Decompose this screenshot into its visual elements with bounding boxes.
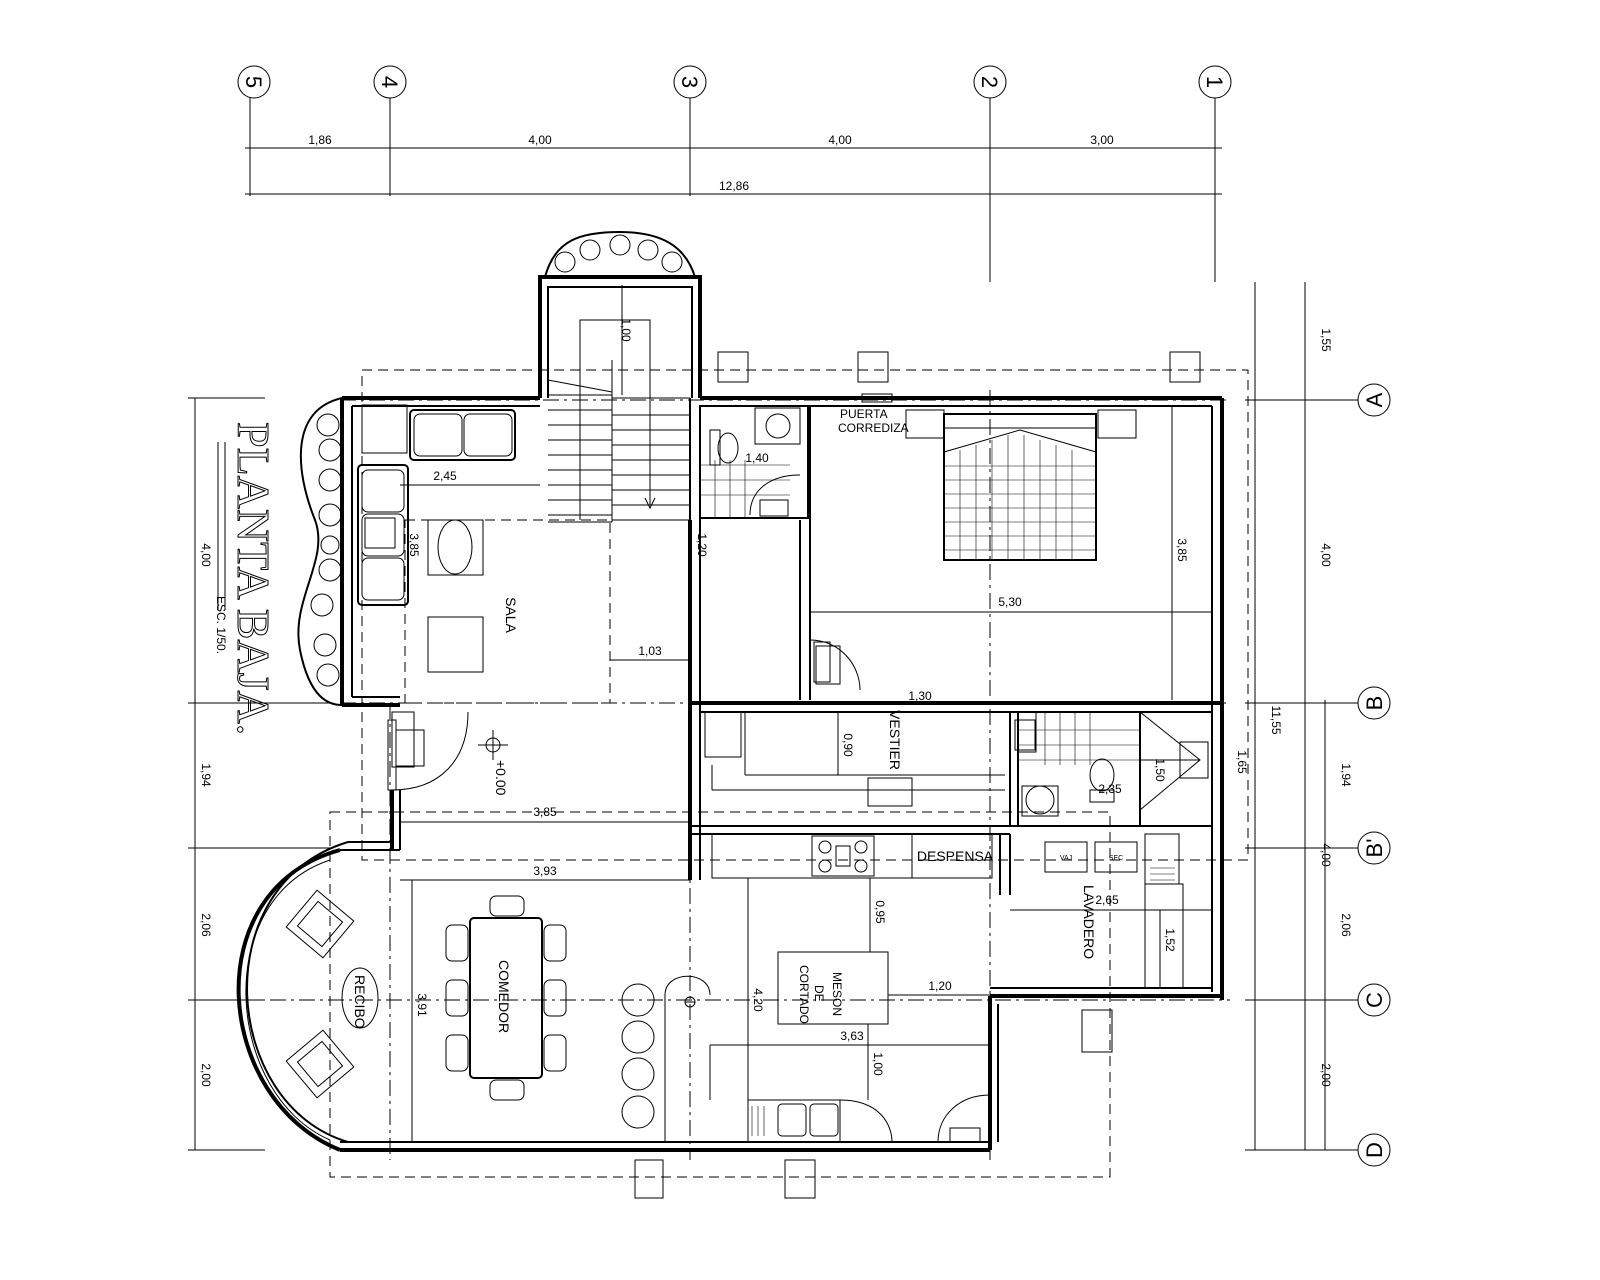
room-label-lavadero: LAVADERO (1081, 885, 1097, 959)
svg-text:1,30: 1,30 (908, 689, 932, 703)
left-dimensions: 4,00 1,94 2,06 2,00 (188, 397, 330, 1151)
svg-text:SEC: SEC (1109, 855, 1123, 862)
svg-text:3,85: 3,85 (1175, 538, 1189, 562)
svg-text:VAJ: VAJ (1060, 855, 1072, 862)
plan-title: PLANTA BAJA. ESC. 1/50. (214, 422, 280, 736)
axis-bubble-A: A (1357, 383, 1391, 417)
bedroom: PUERTA CORREDIZA 3,85 5,30 (809, 393, 1212, 700)
svg-text:3,85: 3,85 (407, 533, 421, 557)
svg-text:B: B (1362, 696, 1387, 711)
axis-bubble-1: 1 (1198, 65, 1232, 99)
walls (236, 275, 1224, 1152)
svg-text:4: 4 (377, 76, 402, 88)
svg-text:1,20: 1,20 (695, 533, 709, 557)
svg-text:2,00: 2,00 (199, 1063, 213, 1087)
svg-text:1,94: 1,94 (199, 763, 213, 787)
sliding-door-label: PUERTA (840, 407, 888, 421)
svg-text:1,00: 1,00 (871, 1052, 885, 1076)
svg-text:DE: DE (812, 985, 826, 1002)
axis-bubble-4: 4 (373, 65, 407, 99)
bed-pattern (944, 435, 1096, 560)
axis-bubble-5: 5 (237, 65, 271, 99)
bathroom-1: 1,40 1,20 (695, 407, 801, 557)
dashed-outlines (270, 369, 1249, 1178)
top-axis-grid: 5 4 3 2 1 1,86 4,00 4,00 3,00 12,86 (237, 65, 1232, 282)
svg-text:+0.00: +0.00 (493, 760, 509, 796)
axis-bubble-B-prime: B' (1357, 831, 1391, 865)
dim-top-total: 12,86 (719, 179, 749, 193)
door-sala (387, 711, 469, 791)
axis-bubble-3: 3 (673, 65, 707, 99)
svg-text:4,20: 4,20 (751, 988, 765, 1012)
dining: 3,85 3,93 3,91 COMEDOR RECIBO (285, 805, 690, 1142)
svg-text:1,94: 1,94 (1339, 763, 1353, 787)
svg-text:2,06: 2,06 (1339, 913, 1353, 937)
kitchen-island: MESON DE CORTADO 0,95 1,20 4,20 3,63 1,0… (621, 878, 991, 1143)
svg-text:1,65: 1,65 (1235, 750, 1249, 774)
room-label-despensa: DESPENSA (917, 848, 994, 864)
svg-text:1,50: 1,50 (1153, 758, 1167, 782)
svg-text:CORREDIZA: CORREDIZA (838, 421, 909, 435)
axis-bubble-B: B (1357, 686, 1391, 720)
svg-text:2,35: 2,35 (1098, 782, 1122, 796)
room-label-recibo: RECIBO (352, 975, 368, 1029)
stair: 1,00 (547, 285, 690, 523)
svg-text:5: 5 (241, 76, 266, 88)
svg-text:1,00: 1,00 (619, 318, 633, 342)
planter-left (297, 396, 343, 707)
svg-text:D: D (1362, 1142, 1387, 1158)
svg-text:11,55: 11,55 (1269, 705, 1283, 734)
axis-bubble-C: C (1357, 983, 1391, 1017)
svg-text:1,20: 1,20 (928, 979, 952, 993)
opening-tags (364, 351, 1209, 1199)
axis-bubble-2: 2 (973, 65, 1007, 99)
scale-text: ESC. 1/50. (214, 596, 228, 654)
svg-text:3,85: 3,85 (533, 805, 557, 819)
svg-text:1: 1 (1202, 76, 1227, 88)
svg-text:3,63: 3,63 (840, 1029, 864, 1043)
svg-text:2,06: 2,06 (199, 913, 213, 937)
dim-top-1: 1,86 (308, 133, 332, 147)
svg-text:0,95: 0,95 (873, 900, 887, 924)
kitchen-counter: DESPENSA VAJ SEC 2,65 1,52 LAVADERO (711, 833, 1212, 989)
svg-text:1,40: 1,40 (745, 451, 769, 465)
svg-text:C: C (1362, 992, 1387, 1008)
svg-text:2,45: 2,45 (433, 469, 457, 483)
dim-top-3: 4,00 (828, 133, 852, 147)
dim-top-2: 4,00 (528, 133, 552, 147)
room-label-sala: SALA (503, 597, 519, 633)
svg-text:1,52: 1,52 (1163, 928, 1177, 952)
svg-text:4,00: 4,00 (1319, 543, 1333, 567)
svg-text:2,65: 2,65 (1095, 893, 1119, 907)
room-label-comedor: COMEDOR (496, 960, 512, 1033)
meson-label: MESON (830, 972, 844, 1016)
svg-text:3,93: 3,93 (533, 864, 557, 878)
svg-text:3,91: 3,91 (415, 993, 429, 1017)
bathroom-2: 1,50 2,35 (1017, 711, 1201, 817)
level-marker: +0.00 (478, 730, 509, 796)
sala-furniture: 2,45 3,85 SALA 1,03 (357, 404, 690, 673)
room-label-vestier: VESTIER (887, 710, 903, 770)
svg-text:0,90: 0,90 (841, 733, 855, 757)
svg-text:4,00: 4,00 (199, 543, 213, 567)
svg-text:4,00: 4,00 (1319, 843, 1333, 867)
svg-text:5,30: 5,30 (998, 595, 1022, 609)
svg-text:CORTADO: CORTADO (797, 965, 811, 1024)
svg-text:A: A (1362, 392, 1387, 407)
dim-top-4: 3,00 (1090, 133, 1114, 147)
vestier: 0,90 1,30 VESTIER (704, 689, 1005, 807)
axis-bubble-D: D (1357, 1133, 1391, 1167)
right-axis-grid: A B B' C D 1,55 4,00 11,55 1,94 4,00 2,0… (1235, 282, 1391, 1167)
svg-text:3: 3 (677, 76, 702, 88)
svg-text:1,03: 1,03 (638, 644, 662, 658)
svg-text:2,00: 2,00 (1319, 1063, 1333, 1087)
svg-text:1,55: 1,55 (1319, 328, 1333, 352)
title-text: PLANTA BAJA. (228, 422, 279, 735)
svg-text:2: 2 (977, 76, 1002, 88)
planter-top (543, 230, 697, 278)
svg-text:B': B' (1362, 839, 1387, 858)
